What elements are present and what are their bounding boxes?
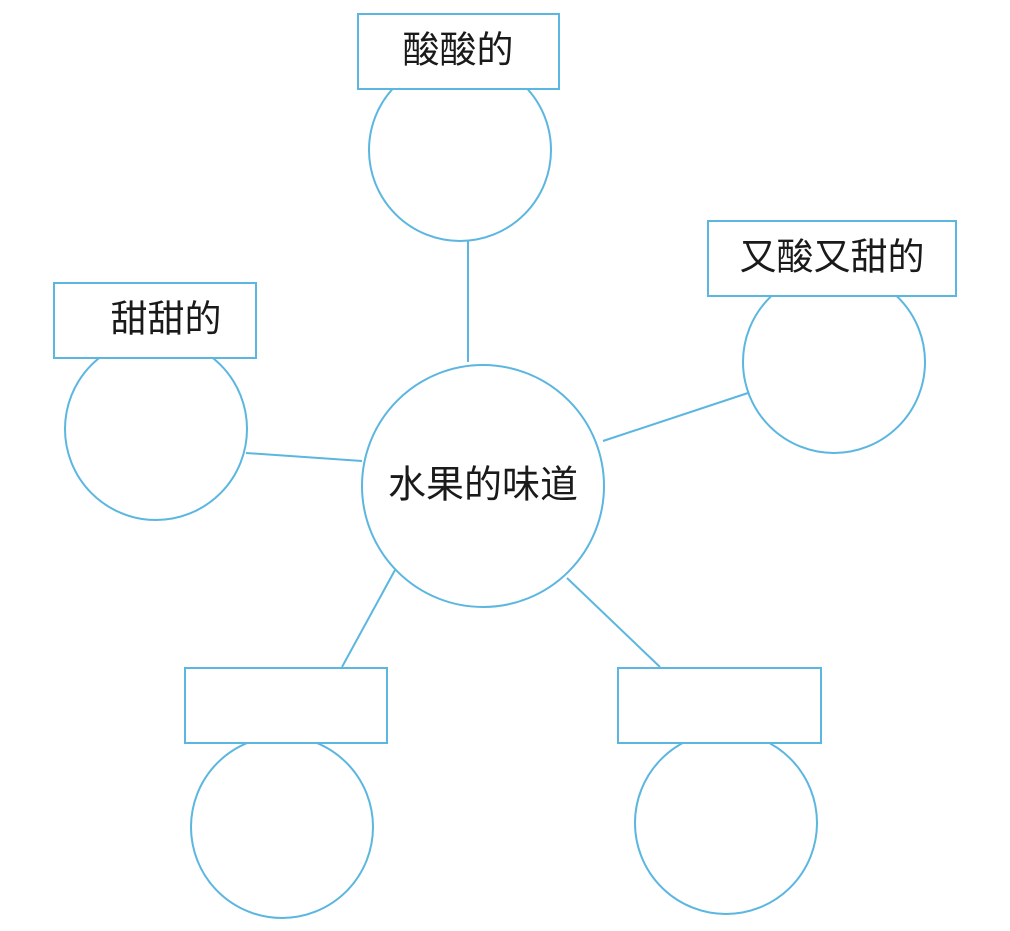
label-text-left: 甜甜的	[111, 298, 222, 341]
label-box-bottom-left	[184, 667, 388, 744]
connector-bottom-right	[566, 577, 661, 668]
center-node: 水果的味道	[361, 364, 605, 608]
branch-node-left: 甜甜的	[53, 282, 257, 521]
branch-circle-bottom-left	[190, 735, 374, 919]
center-circle	[361, 364, 605, 608]
label-text-top: 酸酸的	[403, 29, 514, 72]
label-box-right	[707, 220, 957, 297]
connector-bottom-left	[341, 569, 396, 668]
branch-node-bottom-right	[617, 667, 822, 915]
label-box-bottom-right	[617, 667, 822, 744]
label-text-right: 又酸又甜的	[740, 236, 925, 279]
branch-circle-left	[64, 337, 248, 521]
connector-right	[602, 392, 749, 442]
branch-circle-bottom-right	[634, 731, 818, 915]
label-box-top	[357, 13, 560, 90]
branch-circle-right	[742, 270, 926, 454]
center-label: 水果的味道	[388, 463, 578, 507]
label-box-left	[53, 282, 257, 359]
branch-node-bottom-left	[184, 667, 388, 919]
branch-node-top: 酸酸的	[357, 13, 560, 242]
connector-left	[245, 452, 363, 462]
branch-node-right: 又酸又甜的	[707, 220, 957, 454]
